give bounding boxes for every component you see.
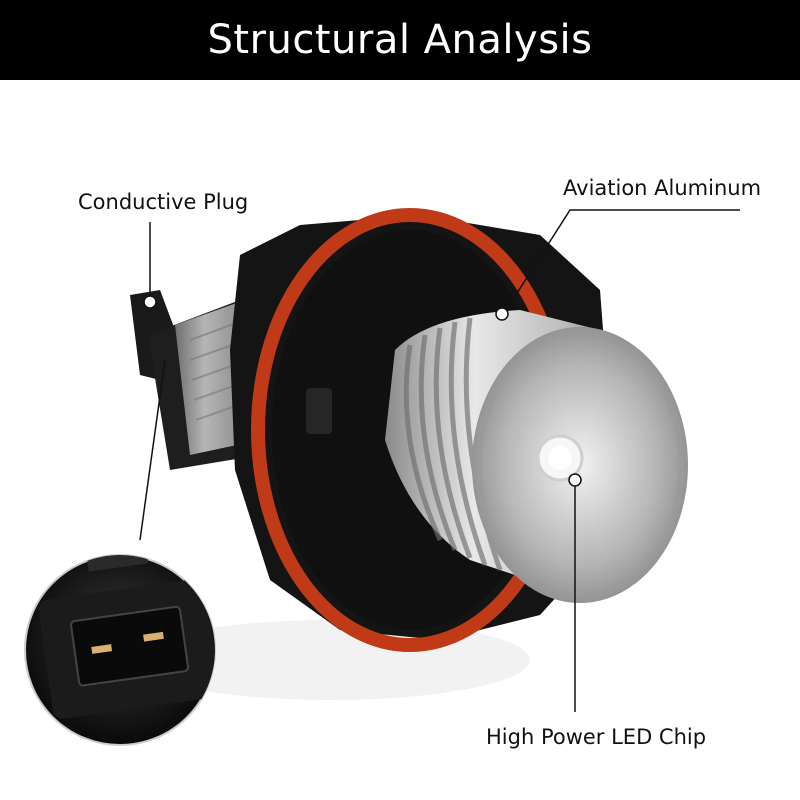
leader-inset xyxy=(139,359,166,541)
dot-led-chip xyxy=(568,473,582,487)
callout-dots xyxy=(143,295,582,487)
title-banner: Structural Analysis xyxy=(0,0,800,80)
callout-led-chip: High Power LED Chip xyxy=(486,725,707,749)
bracket-tab xyxy=(306,388,332,434)
leader-aviation-aluminum xyxy=(504,209,740,313)
led-chip xyxy=(536,434,584,482)
callout-aviation-aluminum: Aviation Aluminum xyxy=(563,176,762,200)
dot-aviation-aluminum xyxy=(495,307,509,321)
callout-leaders xyxy=(139,209,740,712)
plug-detail-inset xyxy=(24,554,216,746)
callout-conductive-plug: Conductive Plug xyxy=(78,190,249,214)
page-title: Structural Analysis xyxy=(207,17,593,63)
dot-conductive-plug xyxy=(143,295,157,309)
